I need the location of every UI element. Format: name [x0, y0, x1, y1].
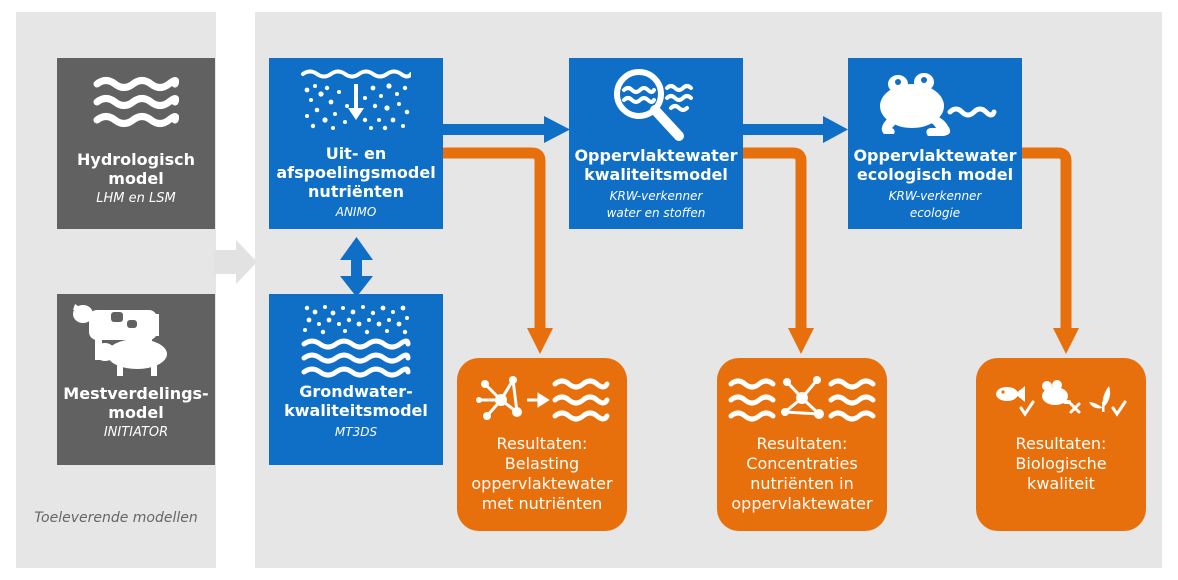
orange-arrowhead-load	[527, 328, 553, 354]
result-load-box: Resultaten: Belasting oppervlaktewater m…	[457, 358, 627, 531]
soil-water-icon	[301, 305, 411, 378]
waves-icon	[93, 77, 179, 127]
fish-frog-plant-icon	[996, 380, 1127, 417]
groundwater-model-title: Grondwater- kwaliteitsmodel	[284, 382, 428, 420]
manure-model-title: Mestverdelings- model	[63, 384, 209, 422]
frog-icon	[880, 73, 997, 136]
hydrological-model-subtitle: LHM en LSM	[96, 191, 176, 206]
surface-water-quality-subtitle: KRW-verkenner water en stoffen	[606, 189, 706, 220]
hydrological-model-box: Hydrologisch model LHM en LSM	[57, 58, 215, 229]
surface-water-quality-model-box: Oppervlaktewater kwaliteitsmodel KRW-ver…	[569, 58, 743, 229]
orange-arrow-ecology-to-biology	[1022, 147, 1072, 330]
result-load-text: Resultaten: Belasting oppervlaktewater m…	[471, 434, 613, 513]
blue-arrow-animo-to-quality	[443, 116, 570, 143]
orange-arrow-quality-to-concentration	[743, 147, 807, 330]
animo-model-subtitle: ANIMO	[335, 205, 377, 219]
orange-arrow-animo-to-load	[443, 147, 546, 330]
result-concentration-box: Resultaten: Concentraties nutriënten in …	[717, 358, 887, 531]
result-biology-box: Resultaten: Biologische kwaliteit	[976, 358, 1146, 531]
groundwater-model-subtitle: MT3DS	[334, 425, 378, 439]
surface-water-ecology-title: Oppervlaktewater ecologisch model	[853, 146, 1017, 184]
orange-arrowhead-concentration	[788, 328, 814, 354]
result-concentration-text: Resultaten: Concentraties nutriënten in …	[731, 434, 873, 513]
result-biology-text: Resultaten: Biologische kwaliteit	[1015, 434, 1107, 493]
animo-model-box: Uit- en afspoelingsmodel nutriënten ANIM…	[269, 58, 443, 229]
molecule-in-water-icon	[728, 376, 876, 422]
animo-model-title: Uit- en afspoelingsmodel nutriënten	[276, 144, 436, 201]
surface-water-quality-title: Oppervlaktewater kwaliteitsmodel	[574, 146, 738, 184]
surface-water-ecology-model-box: Oppervlaktewater ecologisch model KRW-ve…	[848, 58, 1022, 229]
soil-leaching-icon	[301, 69, 411, 131]
manure-model-subtitle: INITIATOR	[103, 425, 169, 440]
magnifier-water-icon	[614, 69, 693, 141]
groundwater-model-box: Grondwater- kwaliteitsmodel MT3DS	[269, 294, 443, 465]
supplying-models-caption: Toeleverende modellen	[34, 510, 198, 526]
manure-distribution-model-box: Mestverdelings- model INITIATOR	[57, 294, 215, 465]
hydrological-model-title: Hydrologisch model	[77, 150, 195, 188]
orange-arrowhead-biology	[1053, 328, 1079, 354]
molecule-to-water-icon	[476, 376, 610, 422]
blue-arrow-quality-to-ecology	[743, 116, 848, 143]
surface-water-ecology-subtitle: KRW-verkenner ecologie	[888, 189, 982, 220]
cow-pig-icon	[73, 304, 167, 376]
blue-double-arrow-animo-groundwater	[340, 237, 373, 297]
